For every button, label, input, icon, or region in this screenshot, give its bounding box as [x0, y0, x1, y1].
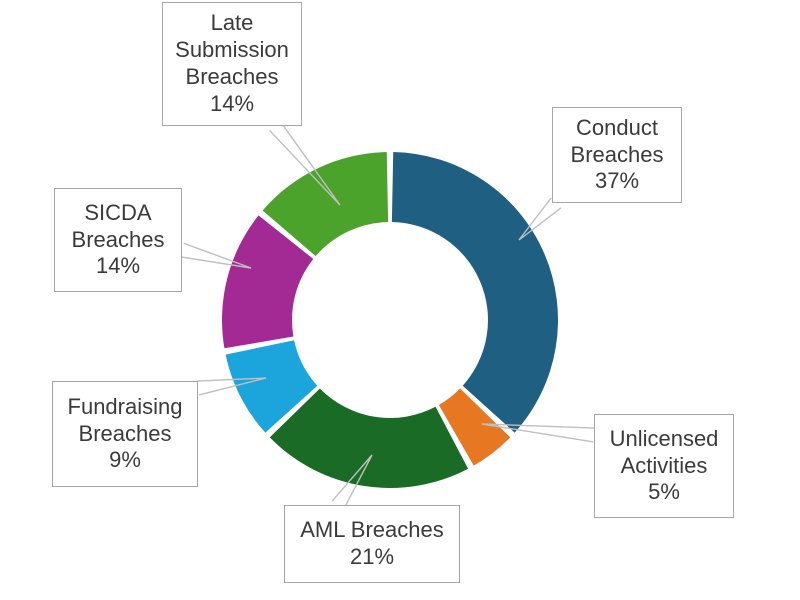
- callout-value: 21%: [349, 544, 395, 569]
- callout-value: 14%: [209, 90, 255, 116]
- callout-label-line: Breaches: [570, 141, 664, 167]
- callout-unlicensed-activities[interactable]: Unlicensed Activities 5%: [594, 414, 734, 518]
- donut-slice[interactable]: Fundraising Breaches 9%: [225, 340, 318, 433]
- leader-line: [518, 197, 562, 241]
- leader-line: [196, 377, 267, 396]
- callout-late-submission-breaches[interactable]: Late Submission Breaches 14%: [162, 2, 302, 126]
- donut-slice[interactable]: SICDA Breaches 14%: [221, 215, 314, 349]
- donut-slice[interactable]: Conduct Breaches 37%: [391, 152, 558, 433]
- callout-fundraising-breaches[interactable]: Fundraising Breaches 9%: [52, 381, 198, 487]
- callout-aml-breaches[interactable]: AML Breaches 21%: [284, 505, 460, 583]
- callout-label-line: Unlicensed: [609, 425, 719, 451]
- callout-conduct-breaches[interactable]: Conduct Breaches 37%: [552, 107, 682, 203]
- callout-label-line: SICDA: [84, 199, 152, 225]
- callout-label-line: AML Breaches: [300, 517, 444, 543]
- callout-value: 9%: [109, 447, 141, 473]
- callout-value: 37%: [594, 168, 640, 194]
- callout-value: 5%: [648, 479, 680, 505]
- donut-slice[interactable]: Unlicensed Activities 5%: [438, 388, 511, 466]
- callout-label-line: Breaches: [71, 226, 165, 252]
- callout-label-line: Fundraising: [67, 393, 183, 419]
- donut-slice[interactable]: Late Submission Breaches 14%: [262, 152, 389, 257]
- callout-sicda-breaches[interactable]: SICDA Breaches 14%: [54, 188, 182, 292]
- callout-label-line: Conduct: [576, 114, 658, 140]
- callout-label-line: Submission: [175, 37, 289, 63]
- leader-lines-group: [180, 121, 595, 510]
- donut-slices-group: Conduct Breaches 37%Unlicensed Activitie…: [221, 152, 558, 489]
- callout-label-line: Late: [210, 10, 254, 36]
- callout-label-line: Activities: [620, 452, 708, 478]
- leader-line: [180, 242, 252, 269]
- leader-line: [481, 423, 595, 443]
- callout-label-line: Breaches: [185, 64, 279, 89]
- leader-line: [331, 454, 373, 510]
- callout-value: 14%: [95, 253, 141, 279]
- donut-slice[interactable]: AML Breaches 21%: [269, 388, 469, 489]
- callout-label-line: Breaches: [78, 420, 172, 446]
- leader-line: [269, 121, 341, 206]
